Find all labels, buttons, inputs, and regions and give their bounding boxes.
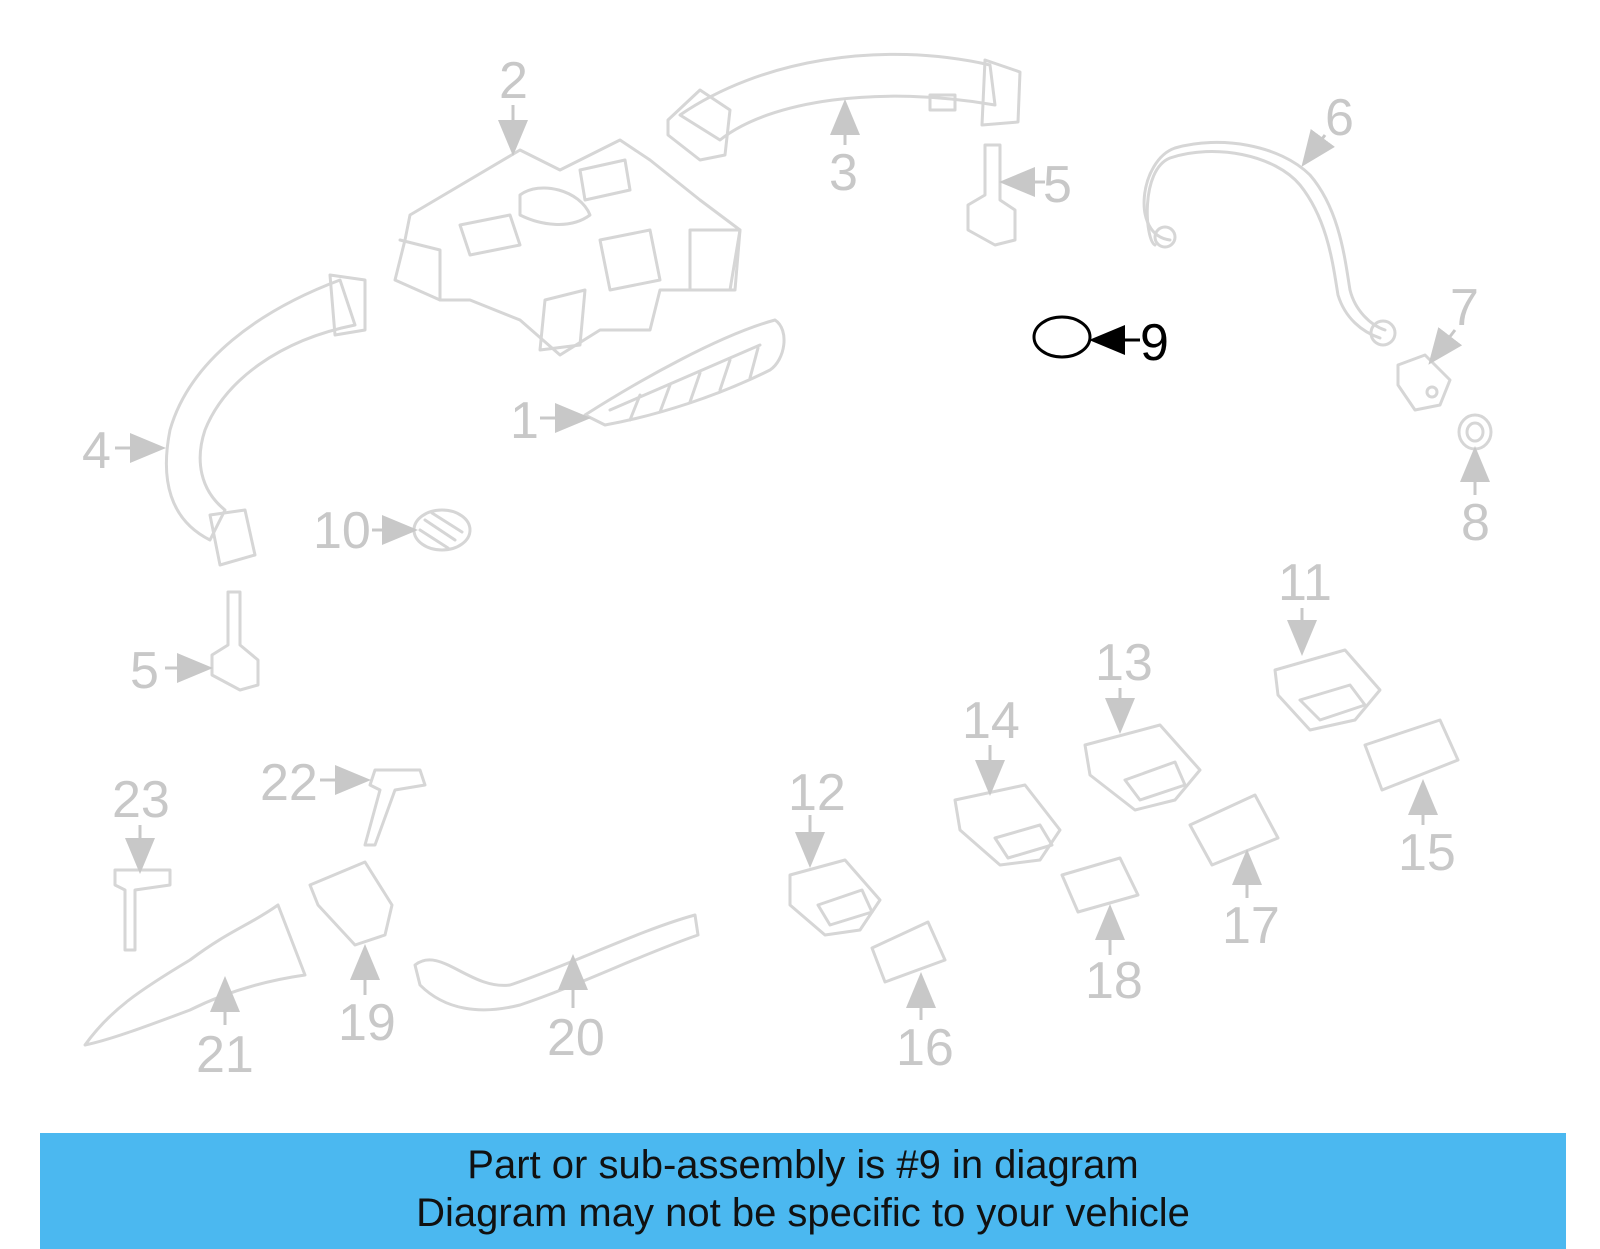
callout-21: 21 — [196, 1026, 254, 1084]
banner-line-1: Part or sub-assembly is #9 in diagram — [467, 1143, 1139, 1187]
part-19-vent — [308, 860, 394, 947]
part-7-clip — [1396, 353, 1452, 412]
banner-line-2: Diagram may not be specific to your vehi… — [416, 1191, 1190, 1235]
part-9-seal[interactable] — [1032, 315, 1092, 359]
callout-15: 15 — [1398, 824, 1456, 882]
callout-2: 2 — [499, 52, 528, 110]
part-10-vent-cap — [412, 508, 472, 552]
callout-13: 13 — [1095, 634, 1153, 692]
part-22-sensor — [363, 768, 427, 847]
callout-5-bottom: 5 — [130, 642, 159, 700]
part-11-vent — [1273, 648, 1382, 732]
callout-1: 1 — [510, 392, 539, 450]
part-23-sensor — [113, 868, 172, 952]
callout-5-top: 5 — [1043, 156, 1072, 214]
part-18-grille — [1060, 856, 1140, 914]
callout-3: 3 — [829, 144, 858, 202]
leader-arrows — [115, 99, 1490, 1025]
part-15-grille — [1363, 718, 1460, 792]
callout-12: 12 — [788, 764, 846, 822]
callout-labels: 1 2 3 4 5 5 6 7 8 9 10 11 12 13 14 15 16… — [82, 52, 1490, 1084]
part-16-grille — [870, 920, 947, 984]
part-17-grille — [1188, 793, 1280, 867]
part-13-vent — [1083, 723, 1202, 812]
callout-10: 10 — [313, 502, 371, 560]
part-1-vent — [583, 318, 786, 427]
callout-6: 6 — [1325, 89, 1354, 147]
callout-9[interactable]: 9 — [1140, 314, 1169, 372]
part-6-tube — [1142, 140, 1397, 347]
part-12-vent — [788, 858, 882, 937]
callout-16: 16 — [896, 1019, 954, 1077]
part-14-vent — [953, 783, 1062, 867]
part-5-sensor-top — [966, 143, 1017, 247]
part-3-duct — [666, 52, 1022, 162]
callout-7: 7 — [1450, 279, 1479, 337]
callout-4: 4 — [82, 422, 111, 480]
part-2-housing — [393, 138, 742, 357]
part-8-grommet — [1457, 413, 1493, 451]
callout-8: 8 — [1461, 494, 1490, 552]
callout-14: 14 — [962, 692, 1020, 750]
callout-23: 23 — [112, 771, 170, 829]
part-5-sensor-bottom — [210, 590, 260, 692]
callout-22: 22 — [260, 754, 318, 812]
part-21-duct — [83, 903, 307, 1047]
callout-18: 18 — [1085, 952, 1143, 1010]
callout-17: 17 — [1222, 897, 1280, 955]
callout-20: 20 — [547, 1009, 605, 1067]
callout-11: 11 — [1278, 554, 1332, 612]
part-20-duct — [413, 913, 700, 1012]
info-banner: Part or sub-assembly is #9 in diagram Di… — [40, 1133, 1566, 1249]
part-4-duct — [164, 273, 367, 567]
callout-19: 19 — [338, 994, 396, 1052]
